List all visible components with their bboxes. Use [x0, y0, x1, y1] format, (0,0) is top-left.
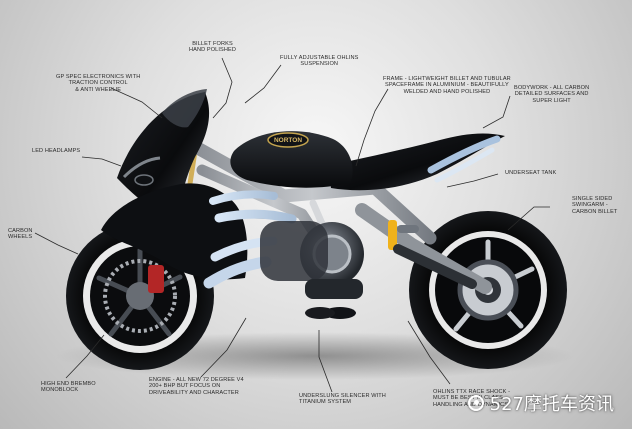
chat-icon — [467, 395, 484, 411]
rear-seat — [328, 133, 505, 191]
fuel-tank: NORTON — [230, 131, 353, 188]
brake-caliper — [148, 265, 164, 293]
annotation-lines — [34, 57, 550, 393]
rear-suspension — [388, 220, 477, 289]
annotation-underseat-tank: UNDERSEAT TANK — [505, 170, 557, 176]
watermark: 527摩托车资讯 — [467, 390, 614, 416]
watermark-text: 527摩托车资讯 — [489, 394, 614, 415]
headlamp — [134, 174, 154, 186]
annotation-led-headlamps: LED HEADLAMPS — [32, 148, 81, 154]
engine — [260, 221, 364, 319]
brand-text: NORTON — [274, 137, 302, 144]
